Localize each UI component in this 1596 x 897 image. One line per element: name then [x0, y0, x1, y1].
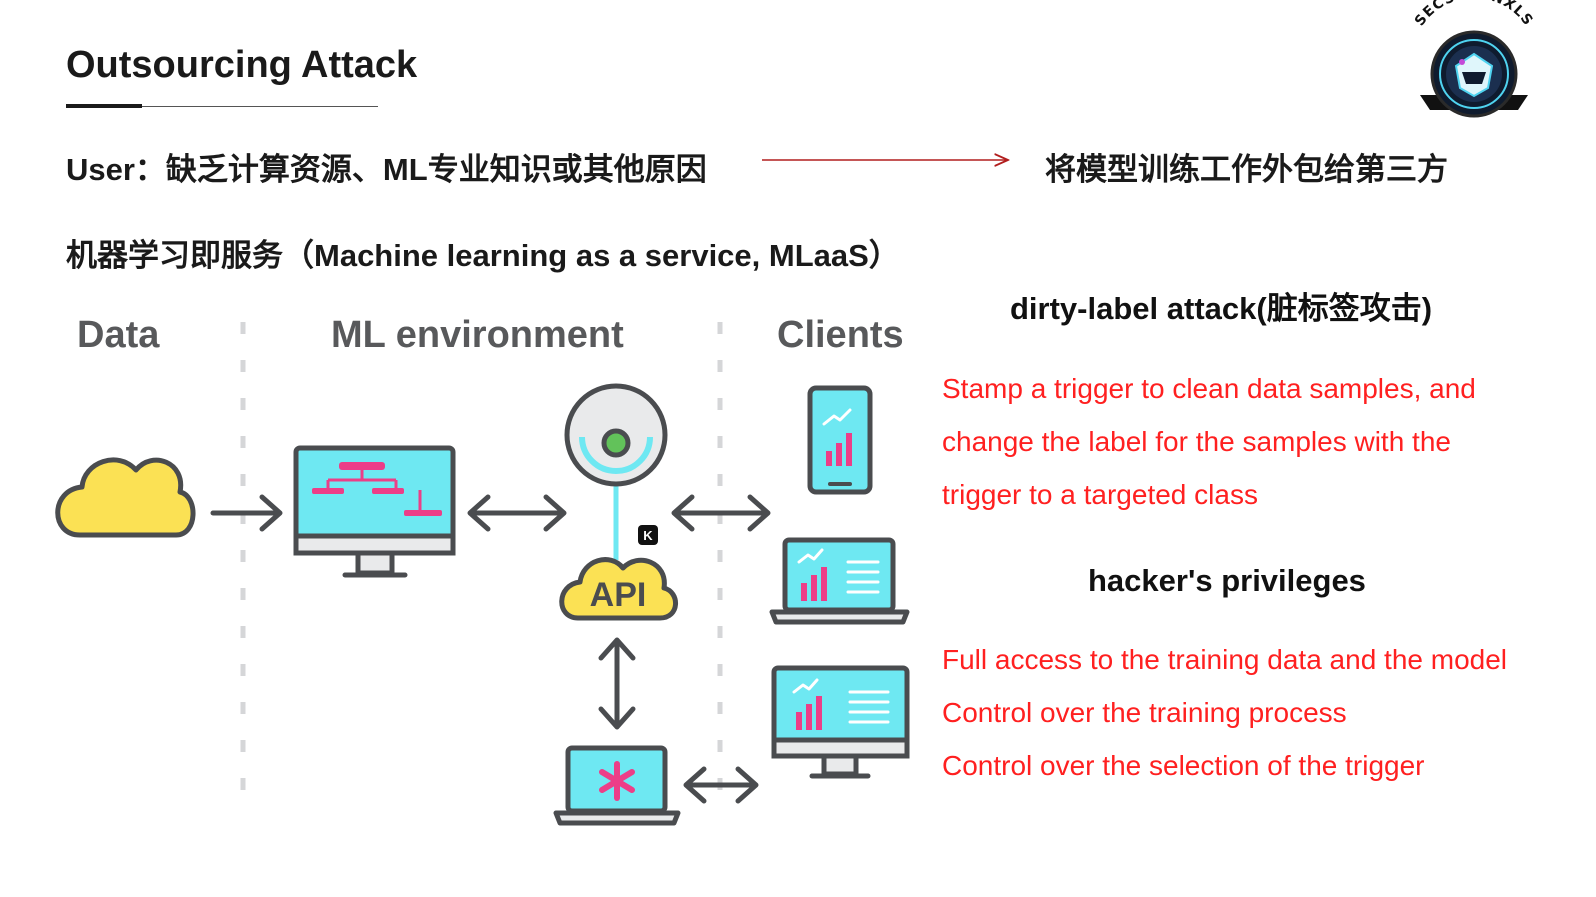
- client-phone-icon: [807, 385, 873, 495]
- api-label: API: [590, 576, 647, 614]
- column-heading-clients: Clients: [777, 314, 904, 356]
- column-heading-ml-environment: ML environment: [331, 314, 624, 356]
- client-laptop-icon: [769, 537, 910, 625]
- double-arrow-icon: [683, 766, 759, 804]
- api-cloud-icon: API: [559, 557, 678, 621]
- column-heading-data: Data: [77, 314, 160, 356]
- arrow-right-icon: [210, 494, 283, 532]
- k-badge-label: K: [643, 528, 653, 543]
- privilege-line: Control over the training process: [942, 697, 1347, 728]
- svg-text:SECSURENXLS: SECSURENXLS: [1412, 0, 1536, 29]
- dirty-label-line: change the label for the samples with th…: [942, 426, 1451, 457]
- dirty-label-heading: dirty-label attack(脏标签攻击): [1010, 291, 1433, 326]
- data-cloud-icon: [55, 457, 196, 538]
- ml-monitor-icon: [293, 445, 456, 578]
- privilege-line: Full access to the training data and the…: [942, 644, 1508, 675]
- outsource-text: 将模型训练工作外包给第三方: [1045, 152, 1448, 187]
- vertical-double-arrow-icon: [598, 637, 636, 730]
- privileges-heading: hacker's privileges: [1088, 563, 1366, 598]
- k-badge-icon: K: [638, 525, 658, 545]
- user-reason-text: User：缺乏计算资源、ML专业知识或其他原因: [66, 152, 707, 187]
- privilege-line: Control over the selection of the trigge…: [942, 750, 1425, 781]
- admin-laptop-icon: [553, 745, 681, 826]
- logo-text: SECSURENXLS: [1412, 0, 1535, 29]
- dirty-label-line: Stamp a trigger to clean data samples, a…: [942, 373, 1476, 404]
- client-desktop-icon: [771, 665, 910, 779]
- dirty-label-line: trigger to a targeted class: [942, 479, 1258, 510]
- mlaas-text: 机器学习即服务（Machine learning as a service, M…: [66, 238, 900, 273]
- title-underline: [66, 106, 378, 107]
- double-arrow-icon: [467, 494, 567, 532]
- slide-title: Outsourcing Attack: [66, 44, 418, 86]
- double-arrow-icon: [671, 494, 771, 532]
- brand-logo: SECSURENXLS: [1412, 0, 1536, 118]
- model-node-icon: [564, 383, 668, 560]
- title-underline-accent: [66, 104, 142, 108]
